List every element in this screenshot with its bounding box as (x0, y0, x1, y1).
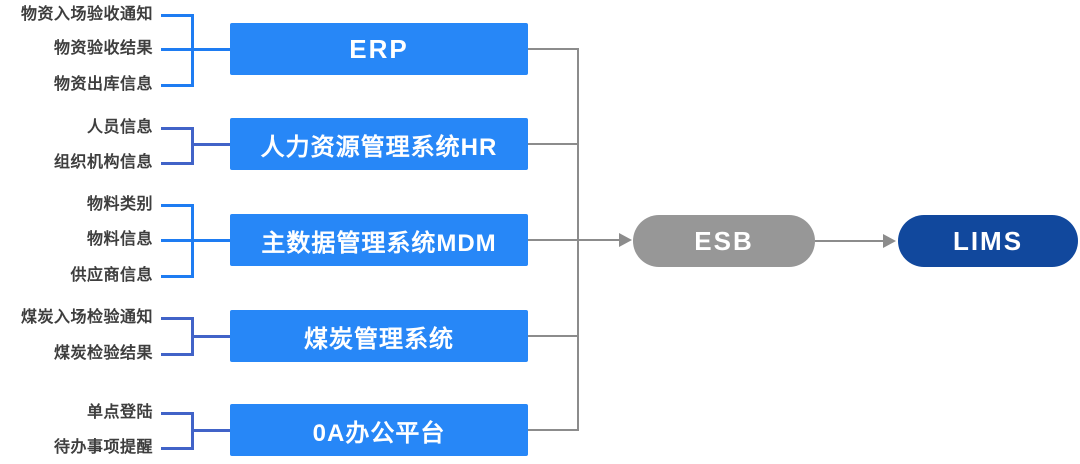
bracket-stub-line (161, 14, 193, 17)
input-label: 物资出库信息 (53, 76, 153, 93)
bracket-stub-line (161, 84, 193, 87)
input-label: 供应商信息 (70, 267, 153, 284)
input-label: 单点登陆 (86, 404, 153, 421)
box-to-bus-line (528, 48, 578, 50)
arrow-head-icon (619, 233, 632, 247)
bus-line (577, 48, 579, 431)
bracket-stub-line (161, 275, 193, 278)
box-to-bus-line (528, 429, 578, 431)
bracket-stub-line (161, 204, 193, 207)
box-to-bus-line (528, 143, 578, 145)
bracket-stub-line (161, 317, 193, 320)
lims-pill: LIMS (898, 215, 1078, 267)
bracket-stub-line (161, 239, 193, 242)
input-label: 物资验收结果 (53, 40, 153, 57)
system-box-mdm: 主数据管理系统MDM (230, 214, 528, 266)
bracket-stub-line (161, 353, 193, 356)
input-label: 煤炭入场检验通知 (20, 309, 153, 326)
bracket-stub-line (161, 162, 193, 165)
input-label: 物料信息 (86, 231, 153, 248)
system-box-hr: 人力资源管理系统HR (230, 118, 528, 170)
bracket-connector-line (191, 335, 230, 338)
bracket-stub-line (161, 48, 193, 51)
bracket-connector-line (191, 48, 230, 51)
box-to-bus-line (528, 335, 578, 337)
bracket-line (191, 127, 194, 165)
bracket-stub-line (161, 447, 193, 450)
arrow-head-icon (883, 234, 896, 248)
input-label: 人员信息 (86, 119, 153, 136)
input-label: 待办事项提醒 (53, 439, 153, 456)
bracket-stub-line (161, 127, 193, 130)
esb-to-lims-line (815, 240, 883, 242)
input-label: 煤炭检验结果 (53, 345, 153, 362)
system-box-coal: 煤炭管理系统 (230, 310, 528, 362)
bracket-connector-line (191, 143, 230, 146)
input-label: 物料类别 (86, 196, 153, 213)
system-box-oa: 0A办公平台 (230, 404, 528, 456)
input-label: 物资入场验收通知 (20, 6, 153, 23)
system-box-erp: ERP (230, 23, 528, 75)
esb-pill: ESB (633, 215, 815, 267)
input-label: 组织机构信息 (53, 154, 153, 171)
bus-to-esb-line (528, 239, 619, 241)
bracket-connector-line (191, 429, 230, 432)
bracket-stub-line (161, 412, 193, 415)
bracket-connector-line (191, 239, 230, 242)
